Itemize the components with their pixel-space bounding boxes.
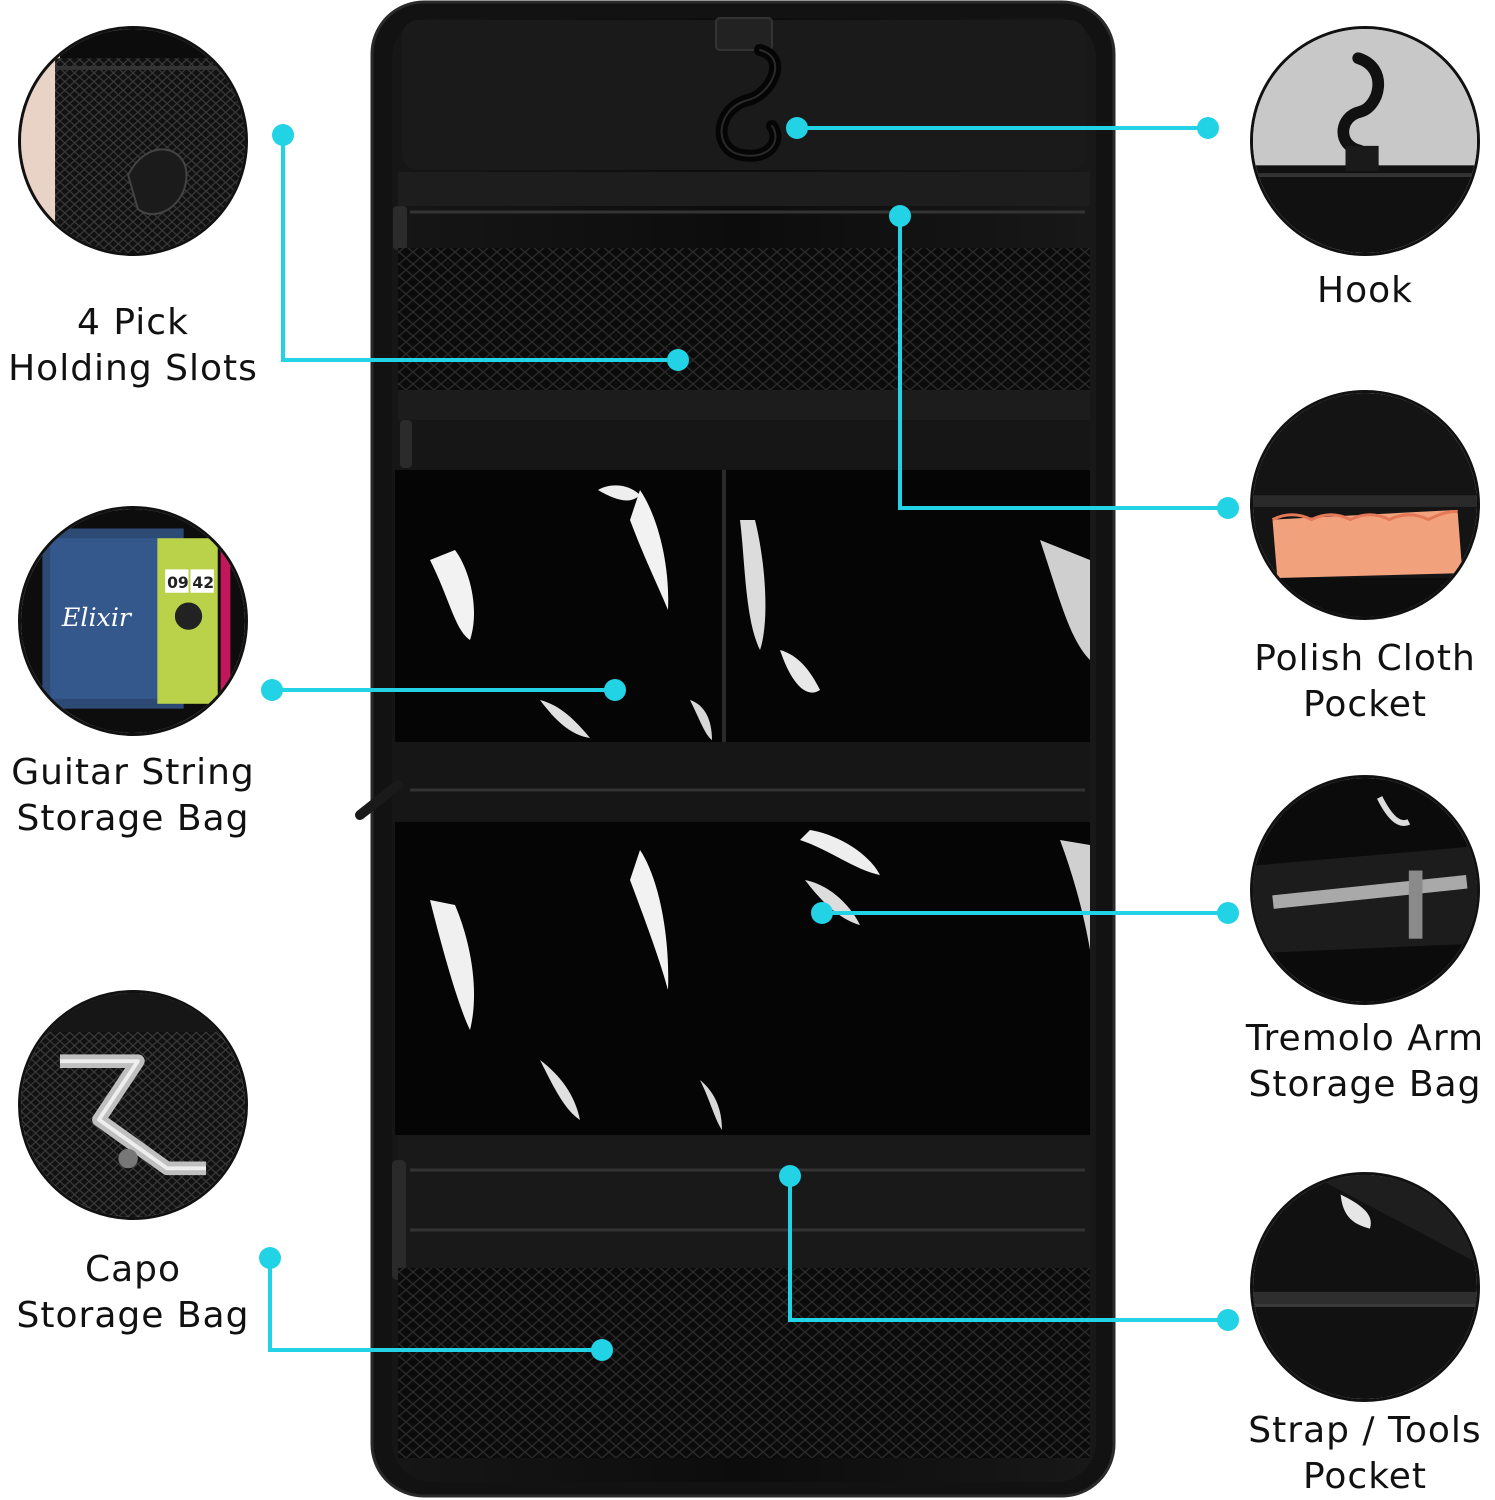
string-gauge-low: 09 [167, 574, 189, 592]
polish-cloth-thumbnail [1250, 390, 1480, 620]
label-tremolo-arm: Tremolo Arm Storage Bag [1245, 1018, 1485, 1105]
bottom-mesh-pocket [398, 1268, 1090, 1458]
label-hook: Hook [1317, 270, 1413, 311]
guitar-string-thumbnail: Elixir 09 42 [18, 506, 248, 736]
string-clear-pocket [395, 470, 1090, 742]
tremolo-clear-pocket [395, 822, 1090, 1135]
capo-thumbnail [18, 990, 248, 1220]
label-polish-cloth: Polish Cloth Pocket [1254, 638, 1476, 725]
label-strap-tools: Strap / Tools Pocket [1248, 1410, 1482, 1497]
pick-slots-thumbnail [18, 26, 248, 256]
pick-mesh-pocket [398, 248, 1090, 398]
hook-thumbnail [1250, 26, 1480, 256]
strap-tools-thumbnail [1250, 1172, 1480, 1402]
label-pick-slots: 4 Pick Holding Slots [8, 302, 258, 389]
label-guitar-string: Guitar String Storage Bag [11, 752, 255, 839]
string-pack-brand: Elixir [61, 602, 133, 632]
label-capo: Capo Storage Bag [16, 1249, 250, 1336]
tremolo-arm-thumbnail [1250, 775, 1480, 1005]
string-gauge-high: 42 [192, 574, 214, 592]
